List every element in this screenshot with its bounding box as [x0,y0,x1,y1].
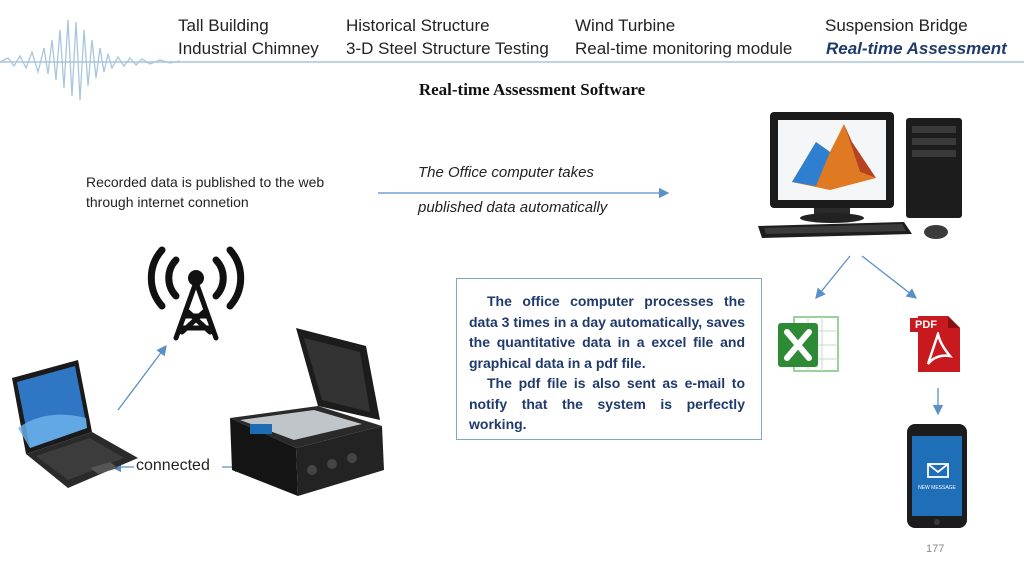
office-takes-line2: published data automatically [418,199,608,216]
nav-realtime-assessment[interactable]: Real-time Assessment [826,39,1007,58]
slide-title: Real-time Assessment Software [418,80,646,99]
arrow-to-pdf [861,255,918,299]
nav-historical-structure[interactable]: Historical Structure [346,16,490,35]
pdf-label: PDF [910,318,942,332]
nav-steel-structure-testing[interactable]: 3-D Steel Structure Testing [346,39,549,58]
phone-new-message-label: NEW MESSAGE [918,485,956,491]
office-takes-line1: The Office computer takes [418,164,594,181]
nav-industrial-chimney[interactable]: Industrial Chimney [178,39,319,58]
laptop-icon [12,360,138,488]
info-paragraph-1: The office computer processes the data 3… [469,293,745,371]
nav-tall-building[interactable]: Tall Building [178,16,269,35]
process-info-box: The office computer processes the data 3… [456,278,762,440]
arrow-laptop-to-antenna [117,344,167,411]
excel-icon [778,316,839,372]
recorded-data-text: Recorded data is published to the web th… [86,174,325,210]
smartphone-icon [907,424,967,528]
datalogger-case-icon [230,328,384,496]
nav-suspension-bridge[interactable]: Suspension Bridge [825,16,968,35]
nav-wind-turbine[interactable]: Wind Turbine [575,16,676,35]
info-paragraph-2: The pdf file is also sent as e-mail to n… [469,375,745,432]
connected-label: connected [136,457,210,474]
arrow-to-excel [815,255,851,300]
antenna-icon [147,246,245,341]
page-number: 177 [926,543,945,555]
seismograph-wave-icon [0,19,1024,101]
desktop-computer-icon [758,112,962,239]
nav-realtime-monitoring[interactable]: Real-time monitoring module [575,39,793,58]
